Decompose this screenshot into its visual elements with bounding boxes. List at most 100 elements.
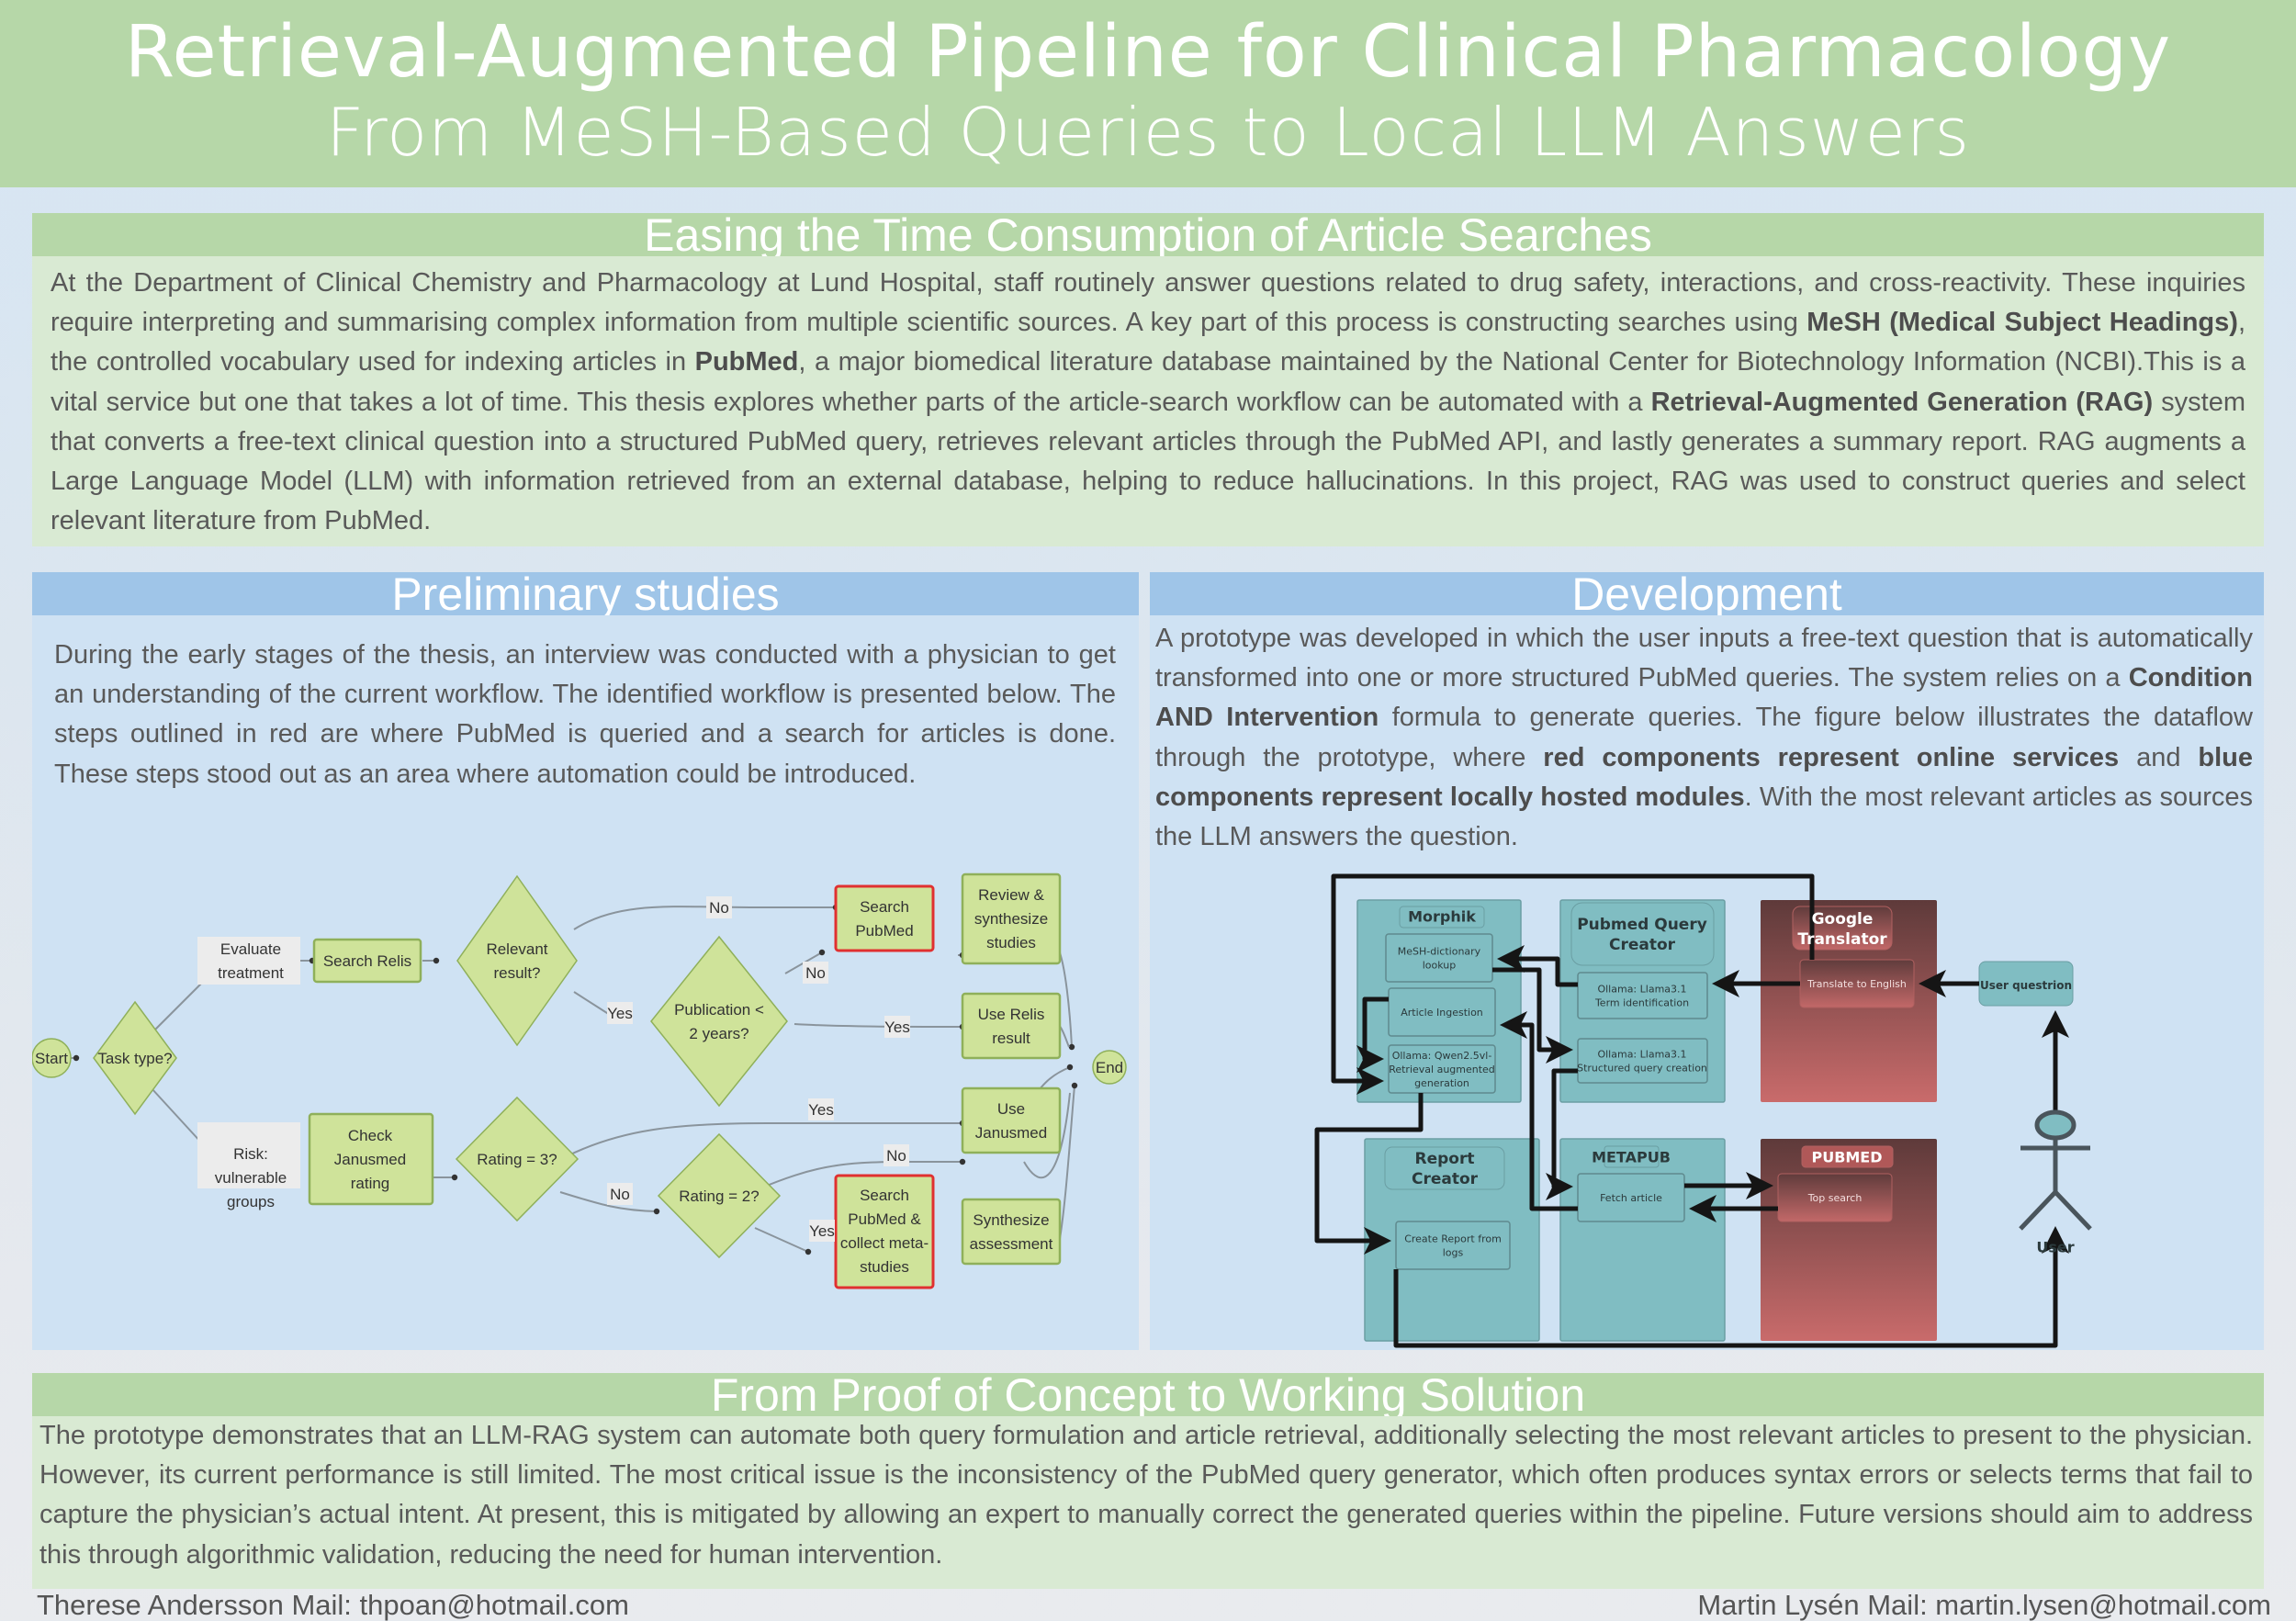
article-ingestion-box [1388, 987, 1496, 1037]
poster-title-banner: Retrieval-Augmented Pipeline for Clinica… [0, 0, 2296, 187]
start-label: Start [35, 1050, 68, 1067]
edge-label-yes: Yes [808, 1101, 834, 1119]
arrow-term-to-mesh [1497, 945, 1578, 987]
evaluate-treatment-label-bg [197, 937, 300, 985]
article-ingestion-label: Article Ingestion [1401, 1007, 1483, 1019]
text-run: system that converts a free-text clinica… [51, 387, 2245, 536]
use-relis-node [961, 992, 1062, 1060]
bold-term: Retrieval-Augmented Generation (RAG) [1650, 387, 2154, 417]
edge-label-yes: Yes [884, 1019, 910, 1036]
qwen-box [1388, 1044, 1496, 1094]
edge-label-no-bg [706, 896, 732, 918]
conclusion-section: The prototype demonstrates that an LLM-R… [32, 1416, 2264, 1589]
metapub-title: METAPUB [1592, 1149, 1671, 1166]
edge-label-yes-bg [809, 1220, 835, 1242]
pubmed-container [1761, 1139, 1937, 1341]
author-contact-right: Martin Lysén Mail: martin.lysen@hotmail.… [1697, 1589, 2271, 1621]
edge-label-yes-bg [884, 1016, 910, 1038]
edge-label-no: No [805, 964, 826, 982]
edge-relevant-no [573, 904, 839, 930]
edge-pub-yes [793, 1023, 966, 1030]
edge-task-risk [151, 1087, 203, 1144]
edge-janusmed-loop [1023, 1092, 1071, 1179]
morphik-title: Morphik [1408, 908, 1476, 926]
task-type-decision [93, 1000, 177, 1116]
poster-subtitle: From MeSH-Based Queries to Local LLM Ans… [325, 94, 1971, 171]
metapub-container [1559, 1138, 1726, 1342]
search-pubmed-node [834, 884, 935, 952]
bold-term: blue components represent locally hosted… [1155, 742, 2253, 812]
use-janusmed-node [961, 1086, 1062, 1154]
text-run: , the controlled vocabulary used for ind… [51, 308, 2245, 377]
user-stick-figure [2019, 1109, 2092, 1231]
edge-label-no: No [709, 899, 729, 917]
arrow-top-to-qwen [1331, 873, 1815, 1095]
edge-task-evaluate [151, 982, 203, 1034]
arrow-ingest-to-qwen [1356, 996, 1389, 1073]
fetch-article-box [1577, 1173, 1685, 1222]
pubmed-title: PUBMED [1811, 1149, 1882, 1166]
poster-title: Retrieval-Augmented Pipeline for Clinica… [124, 11, 2172, 94]
text-run: At the Department of Clinical Chemistry … [51, 268, 2245, 338]
top-search-label: Top search [1807, 1192, 1863, 1204]
translate-label: Translate to English [1806, 978, 1907, 990]
synthesize-assessment-node [961, 1198, 1062, 1266]
intro-heading: Easing the Time Consumption of Article S… [32, 213, 2264, 256]
relevant-result-decision [456, 874, 578, 1047]
text-run: . With the most relevant articles as sou… [1155, 782, 2254, 852]
conclusion-text: The prototype demonstrates that an LLM-R… [39, 1421, 2253, 1570]
arrow-qwen-to-report [1314, 1093, 1424, 1255]
top-search-box [1777, 1173, 1893, 1222]
end-label: End [1096, 1059, 1123, 1076]
edge-label-yes: Yes [809, 1222, 835, 1240]
review-synthesize-node [961, 872, 1062, 965]
arrow-fetch-to-ingest [1500, 1011, 1578, 1211]
bold-term: MeSH (Medical Subject Headings) [1806, 308, 2238, 338]
create-report-box [1395, 1221, 1511, 1270]
rating2-label: Rating = 2? [679, 1188, 759, 1205]
arrow-report-to-user [1393, 1226, 2069, 1348]
edge-rating3-no [559, 1191, 660, 1215]
rating3-label: Rating = 3? [477, 1151, 557, 1168]
search-relis-label: Search Relis [323, 952, 411, 970]
edge-label-no: No [886, 1147, 906, 1165]
search-relis-node [312, 938, 422, 984]
check-janusmed-node [308, 1112, 434, 1206]
bold-term: red components represent online services [1543, 742, 2120, 772]
edge-rating2-yes [754, 1227, 812, 1255]
fetch-article-label: Fetch article [1600, 1192, 1662, 1204]
edge-label-no: No [610, 1186, 630, 1203]
text-run: A prototype was developed in which the u… [1155, 624, 2253, 693]
author-contact-left: Therese Andersson Mail: thpoan@hotmail.c… [37, 1589, 629, 1621]
arrow-structured-to-fetch [1546, 1068, 1578, 1200]
preliminary-text: During the early stages of the thesis, a… [54, 640, 1116, 789]
term-identification-box [1577, 972, 1708, 1019]
preliminary-heading: Preliminary studies [32, 572, 1139, 615]
edge-rating3-yes [564, 1120, 966, 1158]
edge-label-yes: Yes [607, 1005, 633, 1022]
risk-groups-label-bg [197, 1122, 300, 1188]
rating3-decision [455, 1096, 580, 1222]
text-run: , a major biomedical literature database… [51, 347, 2245, 417]
user-label: User [2036, 1239, 2074, 1256]
user-question-label: User questrion [1980, 979, 2072, 992]
end-node [1092, 1050, 1127, 1085]
conclusion-heading: From Proof of Concept to Working Solutio… [32, 1373, 2264, 1416]
text-run: and [2119, 742, 2199, 772]
